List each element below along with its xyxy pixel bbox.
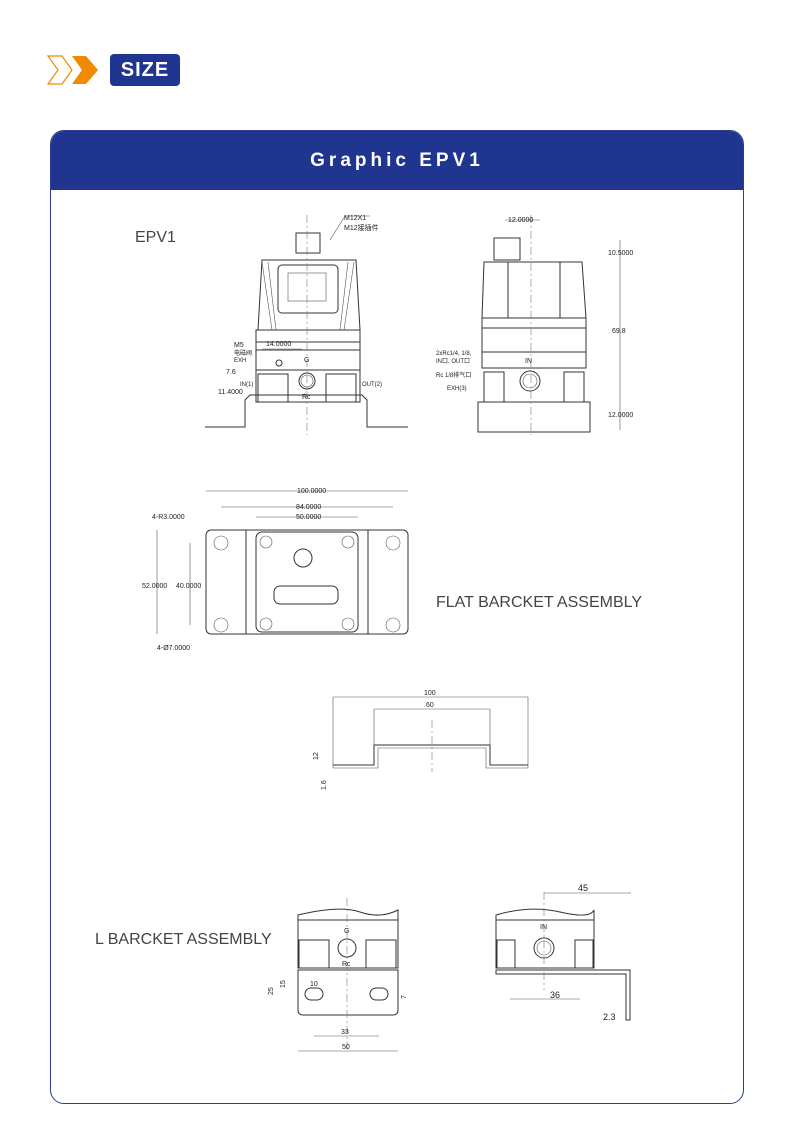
- dim-50: 50.0000: [296, 514, 321, 521]
- dim-25: 25: [268, 987, 275, 995]
- exh-note: Rc 1/8排气口: [436, 371, 471, 379]
- dim-84: 84.0000: [296, 504, 321, 511]
- dim-7-6: 7.6: [226, 369, 236, 376]
- dim-33: 33: [341, 1029, 349, 1036]
- connector-label: M12X1: [344, 215, 366, 222]
- radius-label: 4-R3.0000: [152, 514, 185, 521]
- dim-45: 45: [578, 883, 588, 893]
- l-bracket-label: L BARCKET ASSEMBLY: [95, 931, 272, 948]
- size-badge: SIZE: [110, 54, 180, 86]
- side-view-drawing: 12.0000 10.5000 69.8 12.0000 2xRc1/4, 1/…: [436, 215, 633, 435]
- profile-12: 12: [313, 752, 320, 760]
- m5-label: M5: [234, 342, 244, 349]
- l-g-label: G: [344, 928, 349, 935]
- dim-69-8: 69.8: [612, 328, 626, 335]
- l-bracket-drawing: L BARCKET ASSEMBLY G Rc 25 15 10 7 33 50: [95, 883, 631, 1052]
- in-label: IN: [525, 358, 532, 365]
- exh-label: EXH: [234, 358, 246, 364]
- chevron-arrows-icon: [46, 55, 98, 85]
- exhaust-note: 电磁阀: [234, 349, 252, 357]
- g-label: G: [304, 357, 309, 364]
- dim-50-l: 50: [342, 1044, 350, 1051]
- connector-note: M12接插件: [344, 223, 379, 232]
- dim-100: 100.0000: [297, 488, 326, 495]
- l-in-label: IN: [540, 924, 547, 931]
- dim-52: 52.0000: [142, 583, 167, 590]
- exh3-label: EXH(3): [447, 386, 467, 392]
- graphic-card: Graphic EPV1: [50, 130, 744, 1104]
- model-label: EPV1: [135, 229, 176, 246]
- dim-15: 15: [280, 980, 287, 988]
- card-title: Graphic EPV1: [51, 131, 743, 190]
- flat-bracket-drawing: 100.0000 84.0000 50.0000 4-R3.0000 52.00…: [142, 488, 642, 652]
- dim-12-bottom: 12.0000: [608, 412, 633, 419]
- dim-10-5: 10.5000: [608, 250, 633, 257]
- dim-7: 7: [401, 995, 408, 999]
- dim-12-top: 12.0000: [508, 217, 533, 224]
- rc-label: Rc: [302, 394, 311, 401]
- dim-2-3: 2.3: [603, 1012, 616, 1022]
- front-view-drawing: EPV1 M12X1 M12接插件 14.0000 M5 电磁阀 EXH 7.6…: [135, 215, 408, 435]
- flat-bracket-profile: 100 60 12 1.6: [313, 690, 529, 790]
- profile-100: 100: [424, 690, 436, 697]
- port-note-1: 2xRc1/4, 1/8,: [436, 351, 472, 357]
- profile-1-6: 1.6: [321, 780, 328, 790]
- port-note-2: IN口, OUT口: [436, 358, 470, 365]
- dim-40: 40.0000: [176, 583, 201, 590]
- dim-10: 10: [310, 981, 318, 988]
- l-rc-label: Rc: [342, 961, 351, 968]
- dim-14: 14.0000: [266, 341, 291, 348]
- flat-bracket-label: FLAT BARCKET ASSEMBLY: [436, 594, 642, 611]
- out-port-label: OUT(2): [362, 382, 382, 388]
- dim-36: 36: [550, 990, 560, 1000]
- in-port-label: IN(1): [240, 382, 253, 388]
- holes-label: 4-Ø7.0000: [157, 645, 190, 652]
- profile-60: 60: [426, 702, 434, 709]
- dim-11-4: 11.4000: [218, 389, 243, 396]
